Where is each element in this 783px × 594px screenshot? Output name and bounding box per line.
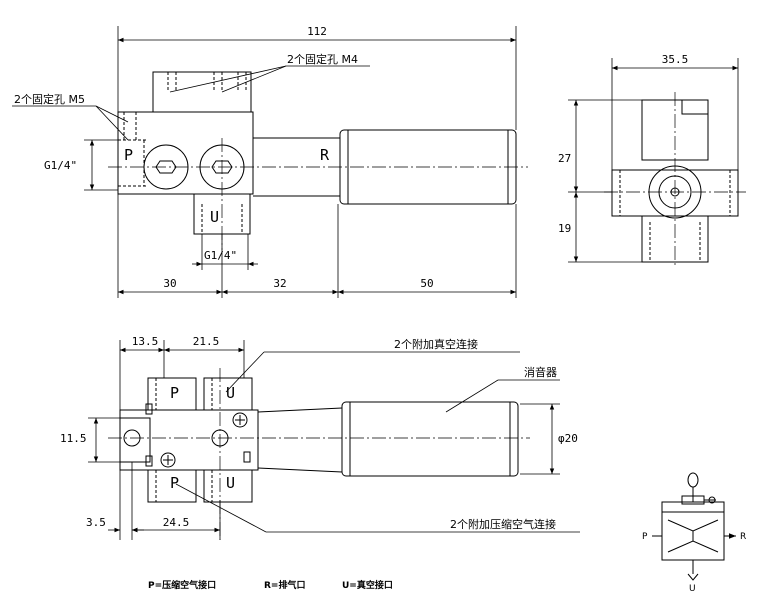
dim-port-g1: G1/4" [44,159,77,172]
dim-50: 50 [420,277,433,290]
top-screw-lower [160,452,176,468]
legend-u-def: U=真空接口 [342,579,393,591]
top-nub-upper [145,403,153,415]
dim-3-5: 3.5 [86,516,106,529]
front-dimensions [12,26,517,298]
top-silencer [341,401,519,477]
legend-r-def: R=排气口 [264,579,305,591]
hex-plug-2 [211,160,233,174]
top-port-u-lower: U [226,474,235,492]
top-main-body [119,409,259,471]
front-main-body [117,111,254,195]
front-port-r: R [320,146,330,164]
front-view [108,71,528,250]
top-nub-lower [145,455,153,467]
legend-p-def: P=压缩空气接口 [148,579,216,591]
pneumatic-symbol [652,472,736,581]
dim-side-h27: 27 [558,152,571,165]
top-left-stub [119,417,151,463]
dim-side-h19: 19 [558,222,571,235]
dim-port-g2: G1/4" [204,249,237,262]
side-top-notch [681,99,709,115]
symbol-nozzle-upper [667,519,719,532]
symbol-actuator-knob [687,472,699,488]
callout-holes-m5: 2个固定孔 M5 [14,92,85,106]
top-screw-upper [232,412,248,428]
dim-32: 32 [273,277,286,290]
dim-side-width: 35.5 [662,53,689,66]
dim-21-5: 21.5 [193,335,220,348]
top-view [108,368,530,540]
dim-13-5: 13.5 [132,335,159,348]
dim-24-5: 24.5 [163,516,190,529]
symbol-nozzle-lower [667,540,719,553]
side-view [604,92,746,268]
front-port-u: U [210,208,219,226]
dim-30: 30 [163,277,176,290]
front-port-p: P [124,146,133,164]
side-dimensions [568,58,739,263]
top-port-p-upper: P [170,384,179,402]
dim-overall-length: 112 [307,25,327,38]
callout-silencer: 消音器 [524,365,557,379]
symbol-r: R [740,532,746,542]
top-nub-right [243,451,251,463]
top-dimensions [88,340,580,540]
callout-holes-m4: 2个固定孔 M4 [287,52,358,66]
dim-phi20: φ20 [558,432,578,445]
symbol-u: U [689,584,696,594]
dim-11-5: 11.5 [60,432,87,445]
symbol-p: P [642,532,648,542]
callout-extra-pressure: 2个附加压缩空气连接 [450,517,556,531]
top-port-u-upper: U [226,384,235,402]
top-port-p-lower: P [170,474,179,492]
callout-extra-vacuum: 2个附加真空连接 [394,337,478,351]
